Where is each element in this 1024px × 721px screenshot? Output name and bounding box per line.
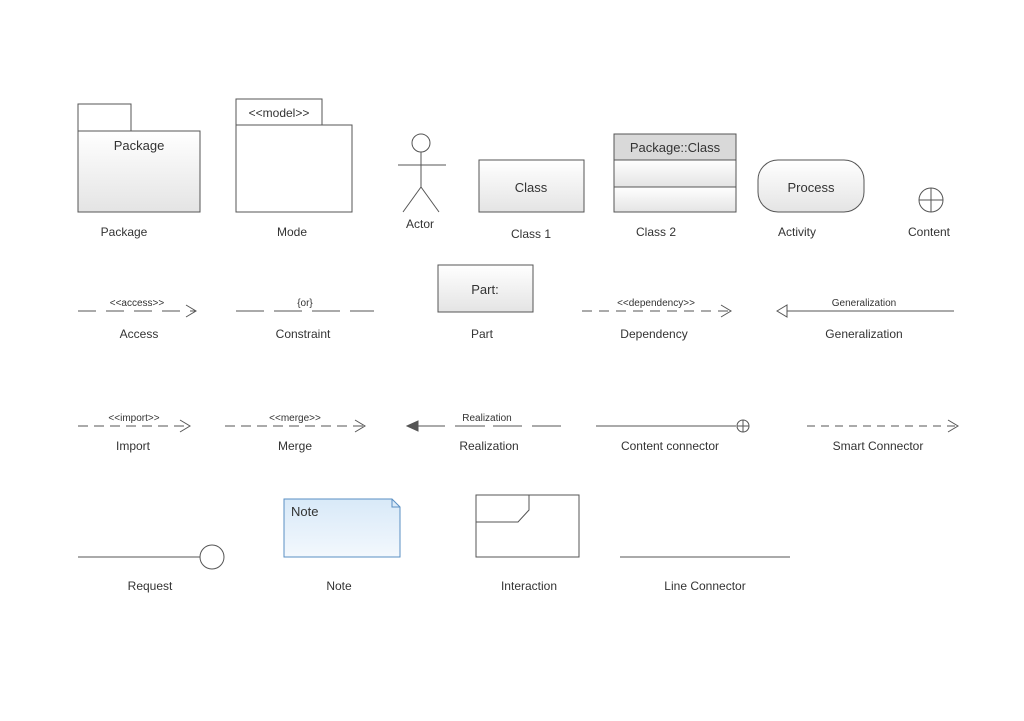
dependency-stereotype: <<dependency>> xyxy=(617,298,695,309)
package-shape[interactable]: Package xyxy=(77,103,201,213)
constraint-stereotype: {or} xyxy=(297,298,313,309)
note-title: Note xyxy=(291,504,318,519)
interaction-caption: Interaction xyxy=(500,579,558,593)
class1-title: Class xyxy=(515,180,548,195)
access-caption: Access xyxy=(119,327,159,341)
class1-shape[interactable]: Class xyxy=(478,159,585,213)
activity-shape[interactable]: Process xyxy=(757,159,865,213)
package-caption: Package xyxy=(100,225,148,239)
actor-caption: Actor xyxy=(405,217,435,231)
class2-header: Package::Class xyxy=(630,140,721,155)
activity-title: Process xyxy=(788,180,835,195)
part-caption: Part xyxy=(470,327,494,341)
realization-caption: Realization xyxy=(459,439,519,453)
content-connector-caption: Content connector xyxy=(620,439,720,453)
package-title: Package xyxy=(114,138,165,153)
content-connector[interactable] xyxy=(596,419,750,433)
import-connector[interactable] xyxy=(78,419,191,433)
realization-text: Realization xyxy=(462,413,511,424)
generalization-text: Generalization xyxy=(832,298,896,309)
access-stereotype: <<access>> xyxy=(110,298,165,309)
model-caption: Mode xyxy=(276,225,308,239)
generalization-connector[interactable] xyxy=(776,304,954,318)
part-shape[interactable]: Part: xyxy=(437,264,534,313)
dependency-connector[interactable] xyxy=(582,304,732,318)
request-connector[interactable] xyxy=(78,544,225,570)
request-caption: Request xyxy=(127,579,173,593)
generalization-caption: Generalization xyxy=(825,327,903,341)
smart-connector-caption: Smart Connector xyxy=(832,439,924,453)
import-stereotype: <<import>> xyxy=(108,413,159,424)
model-shape[interactable]: <<model>> xyxy=(235,98,353,213)
access-connector[interactable] xyxy=(78,304,197,318)
actor-shape[interactable] xyxy=(398,133,446,213)
dependency-caption: Dependency xyxy=(620,327,688,341)
line-connector-caption: Line Connector xyxy=(664,579,746,593)
merge-stereotype: <<merge>> xyxy=(269,413,321,424)
smart-connector[interactable] xyxy=(807,419,959,433)
content-icon[interactable] xyxy=(918,187,944,213)
note-shape[interactable]: Note xyxy=(283,498,401,558)
class2-shape[interactable]: Package::Class xyxy=(613,133,737,213)
import-caption: Import xyxy=(115,439,151,453)
class1-caption: Class 1 xyxy=(510,227,552,241)
class2-caption: Class 2 xyxy=(635,225,677,239)
part-title: Part: xyxy=(471,282,498,297)
activity-caption: Activity xyxy=(777,225,817,239)
note-caption: Note xyxy=(326,579,352,593)
constraint-caption: Constraint xyxy=(275,327,331,341)
model-stereotype: <<model>> xyxy=(249,106,310,120)
realization-connector[interactable] xyxy=(405,420,561,432)
merge-connector[interactable] xyxy=(225,419,366,433)
interaction-shape[interactable] xyxy=(475,494,580,558)
merge-caption: Merge xyxy=(277,439,313,453)
content-caption: Content xyxy=(907,225,951,239)
